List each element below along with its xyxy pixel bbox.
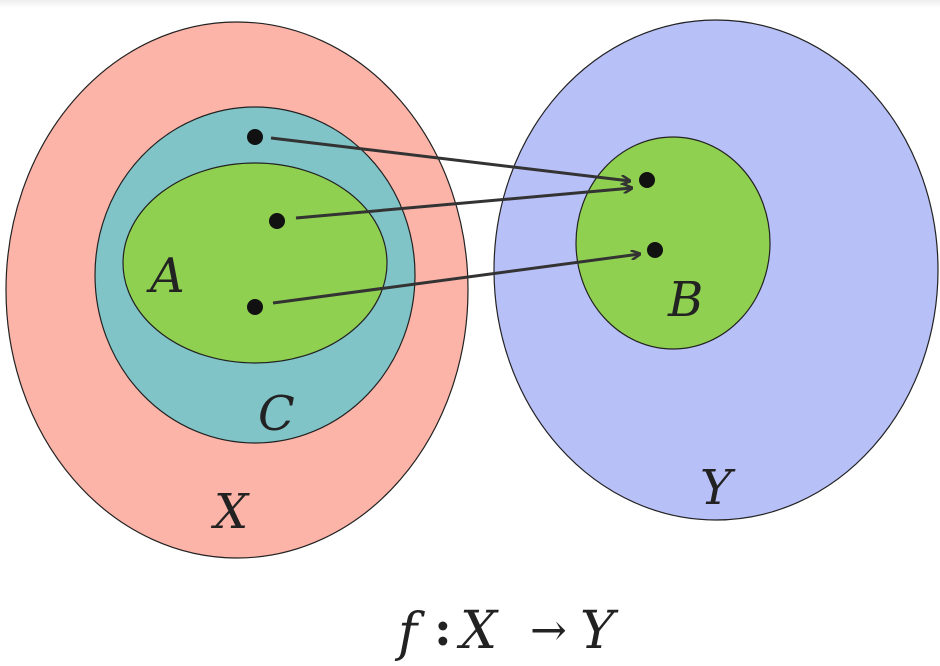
label-y: Y bbox=[700, 460, 736, 516]
caption-colon: : bbox=[434, 601, 452, 657]
caption-f: f bbox=[394, 603, 425, 663]
caption-codomain: Y bbox=[580, 601, 619, 661]
top-shadow bbox=[0, 0, 940, 8]
point-c bbox=[247, 129, 263, 145]
label-x: X bbox=[210, 484, 250, 540]
point-b1 bbox=[639, 172, 655, 188]
label-b: B bbox=[667, 272, 703, 328]
mapping-arrow bbox=[270, 136, 630, 181]
mapping-arrow bbox=[295, 188, 632, 220]
set-a bbox=[122, 162, 388, 364]
caption-domain: X bbox=[456, 601, 499, 661]
label-c: C bbox=[258, 386, 295, 442]
mapping-arrow bbox=[272, 254, 640, 305]
point-a2 bbox=[247, 299, 263, 315]
point-b2 bbox=[647, 242, 663, 258]
point-a1 bbox=[269, 213, 285, 229]
caption-arrow: → bbox=[530, 605, 567, 656]
label-a: A bbox=[146, 248, 185, 304]
